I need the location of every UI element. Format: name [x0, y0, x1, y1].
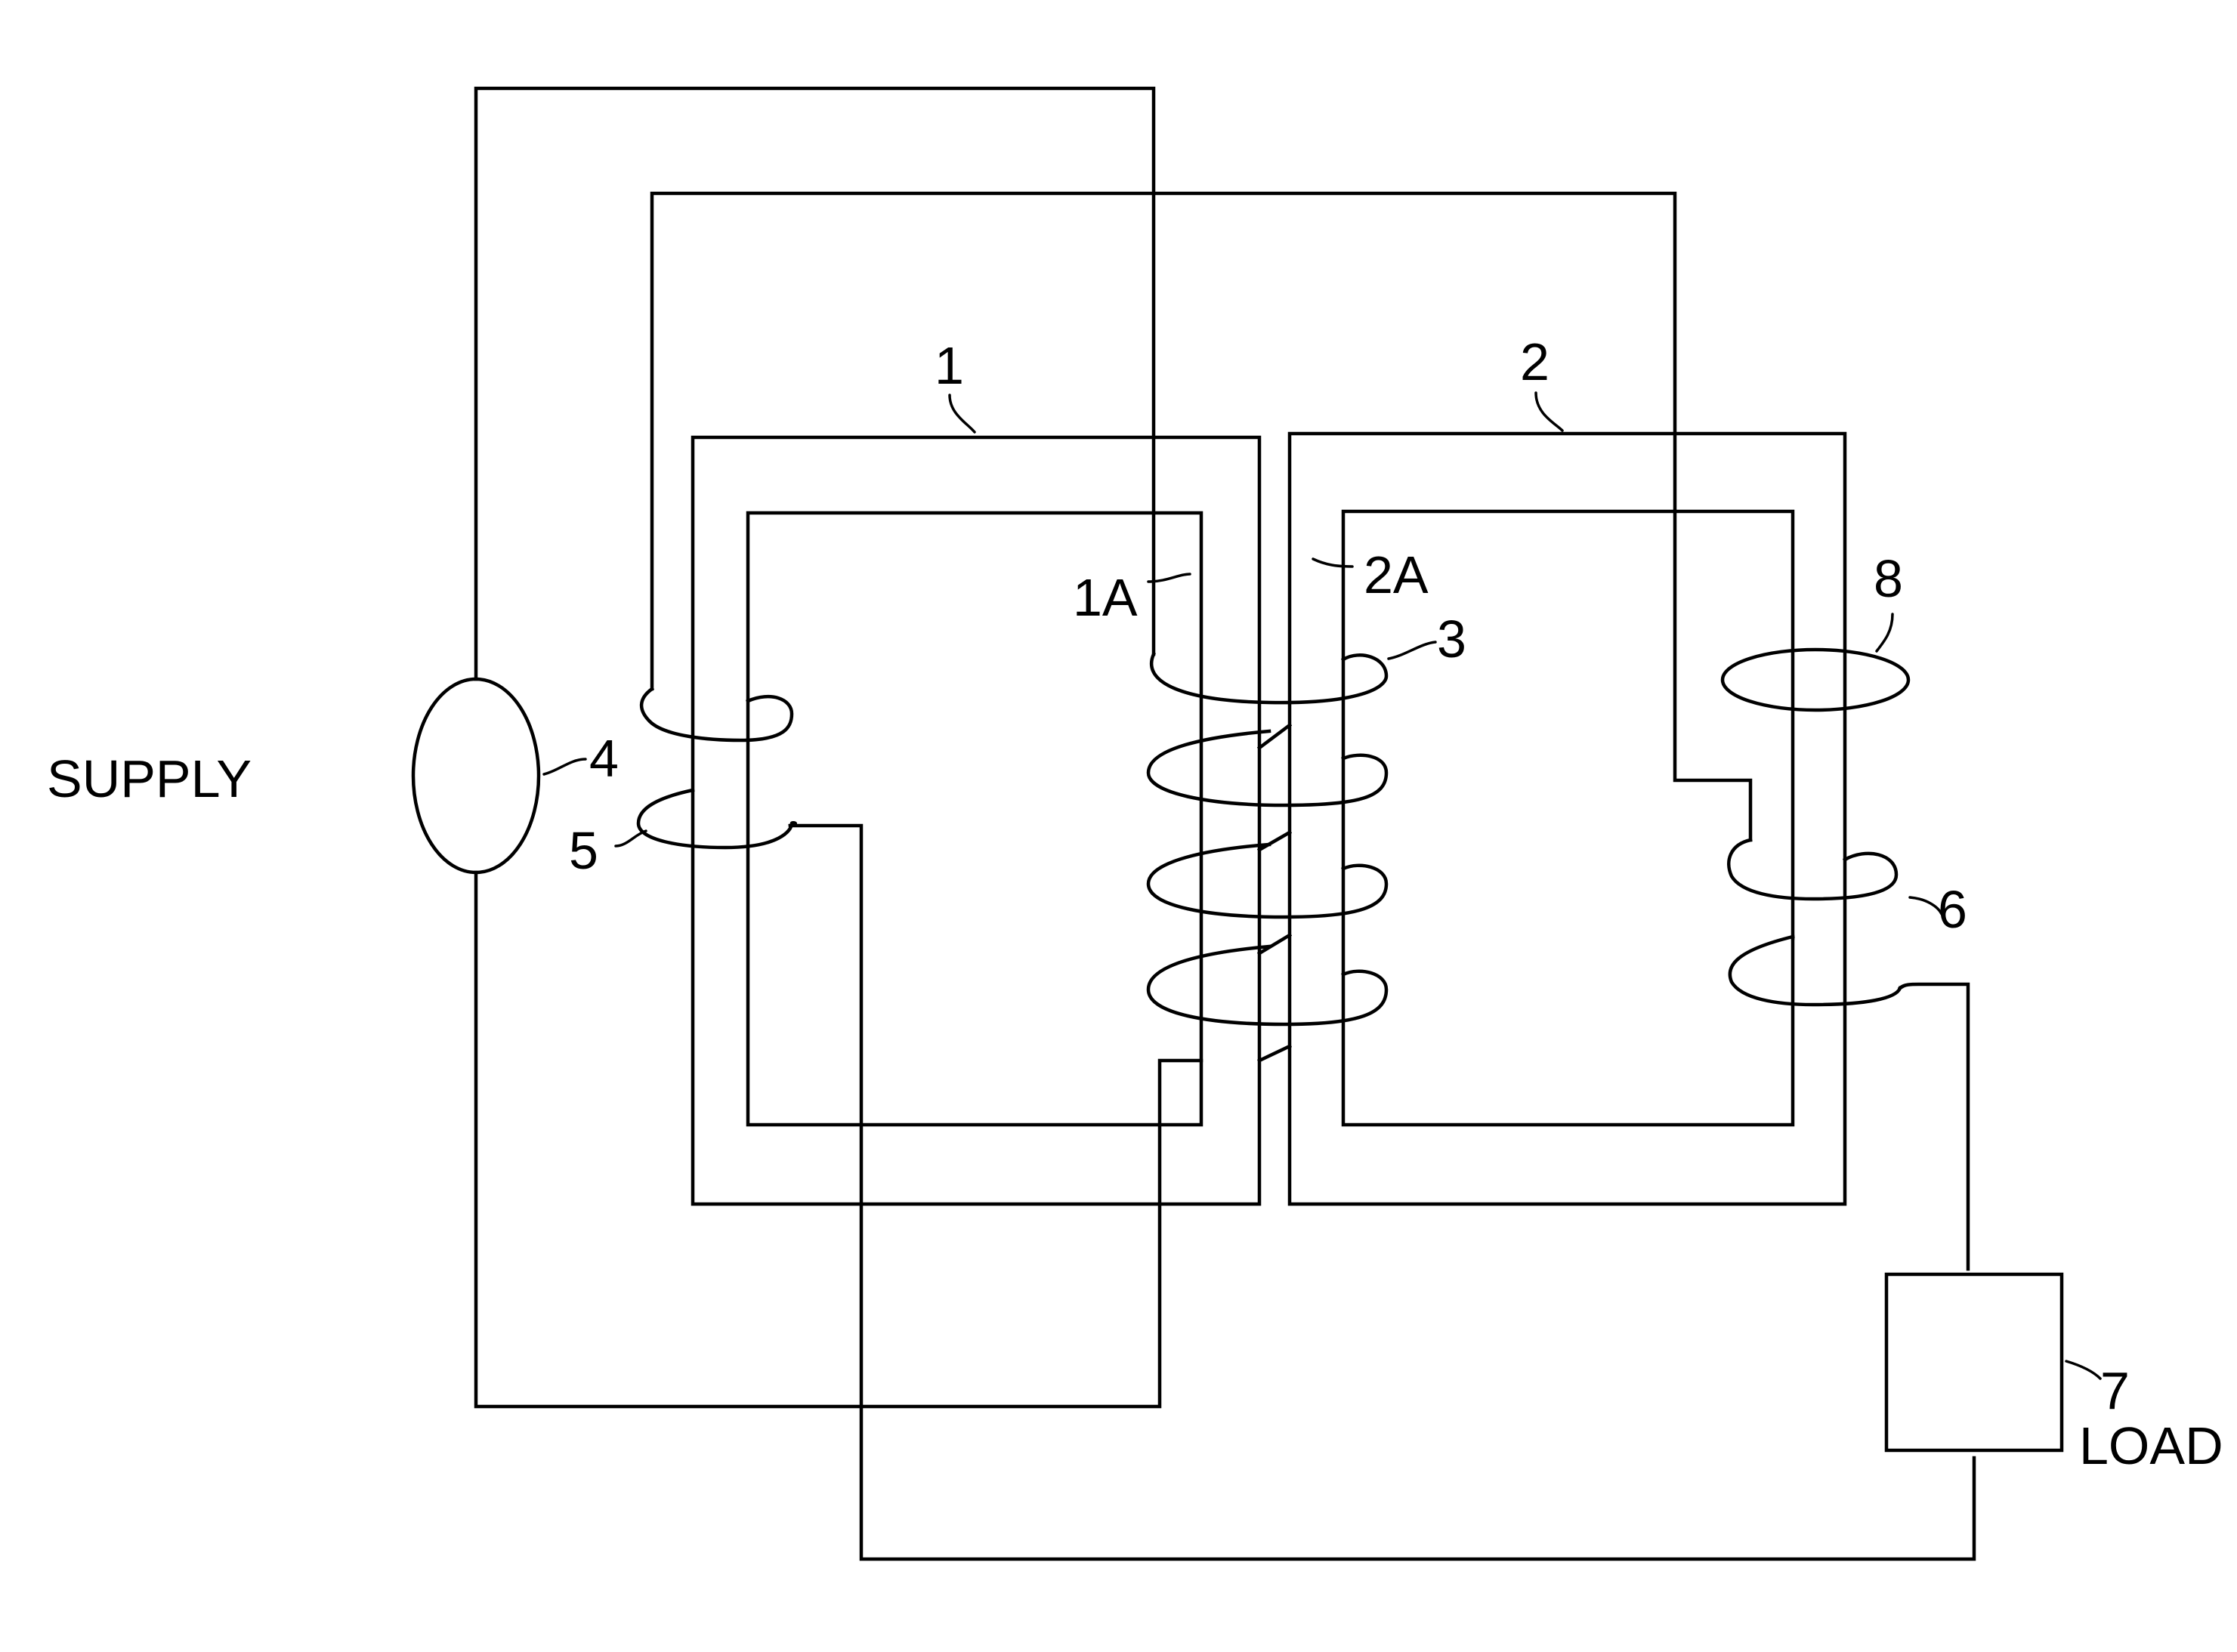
winding-6-load-wire	[1900, 984, 1968, 1269]
winding-5-label: 5	[569, 821, 598, 880]
winding-3-label: 3	[1437, 610, 1466, 669]
supply-wire-bottom	[476, 872, 1201, 1407]
winding-5-load-wire	[790, 826, 1974, 1559]
load-label: LOAD	[2079, 1416, 2223, 1475]
winding-6-label: 6	[1938, 880, 1967, 939]
core-1-label: 1	[935, 336, 964, 395]
winding-8	[1723, 650, 1908, 710]
supply-label: SUPPLY	[47, 749, 252, 808]
winding-6	[1729, 840, 1900, 1005]
load-box	[1886, 1274, 2062, 1450]
core-2-label: 2	[1520, 332, 1550, 391]
supply-wire-top	[476, 88, 1154, 679]
supply-ref-label: 4	[589, 729, 619, 788]
supply-source	[413, 679, 539, 872]
winding-left-upper	[641, 689, 792, 740]
limb-1a-label: 1A	[1073, 568, 1138, 627]
leader-lines	[544, 393, 2100, 1379]
limb-2a-label: 2A	[1364, 545, 1429, 604]
load-ref-label: 7	[2100, 1361, 2130, 1420]
winding-3	[1148, 654, 1386, 1061]
core-1	[693, 437, 1259, 1204]
winding-8-label: 8	[1874, 549, 1903, 608]
winding-5	[638, 790, 796, 848]
